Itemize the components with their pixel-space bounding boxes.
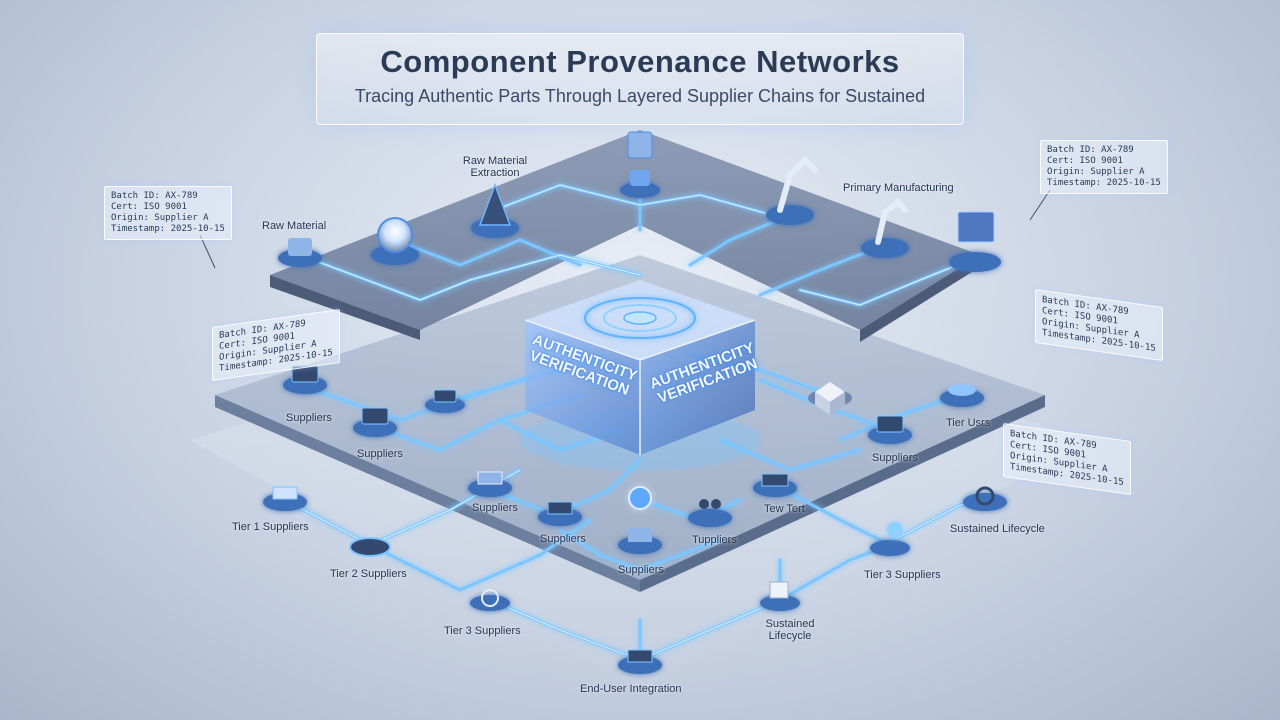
ore-node	[371, 217, 419, 265]
supplier-chip-node-3	[425, 389, 465, 413]
page-title: Component Provenance Networks	[380, 44, 900, 79]
raw-material-extraction-node	[471, 182, 519, 238]
label-suppliers-b: Suppliers	[357, 448, 403, 460]
tier-users-node	[940, 384, 984, 407]
callout-pointers	[199, 189, 1051, 269]
label-tier2: Tier 2 Suppliers	[330, 568, 407, 580]
robot-arm-node	[766, 155, 818, 225]
database-node	[620, 131, 660, 198]
tier2-node	[349, 537, 391, 557]
page-subtitle: Tracing Authentic Parts Through Layered …	[354, 86, 926, 106]
recycle-node	[470, 589, 510, 611]
label-tew-tert: Tew Tert	[764, 503, 805, 515]
tuppliers-node	[688, 499, 732, 527]
label-suppliers-a: Suppliers	[286, 412, 332, 424]
supplier-node-lower-1	[468, 471, 512, 497]
label-tier1: Tier 1 Suppliers	[232, 521, 309, 533]
label-tuppliers: Tuppliers	[692, 534, 737, 546]
label-raw-material-extraction: Raw Material Extraction	[462, 155, 528, 179]
shield-node	[628, 486, 652, 510]
label-tier-users: Tier Usrs	[946, 417, 991, 429]
label-end-user-integration: End-User Integration	[580, 683, 682, 695]
label-tier3-right: Tier 3 Suppliers	[864, 569, 941, 581]
label-sustained-lifecycle-right: Sustained Lifecycle	[950, 523, 1045, 535]
sustained-lifecycle-center-node	[760, 581, 800, 611]
tew-tert-node	[753, 473, 797, 497]
tier3-right-node	[870, 522, 910, 556]
cube-box-node	[808, 382, 852, 415]
supplier-chip-node-2	[353, 407, 397, 437]
label-suppliers-d: Suppliers	[472, 502, 518, 514]
title-box: Component Provenance Networks Tracing Au…	[316, 33, 964, 125]
label-tier3-left: Tier 3 Suppliers	[444, 625, 521, 637]
label-suppliers-e: Suppliers	[540, 533, 586, 545]
sustained-lifecycle-right-node	[963, 486, 1007, 511]
supplier-chip-node-1	[283, 365, 327, 394]
primary-manufacturing-node	[861, 197, 909, 258]
authenticity-verification-cube	[520, 280, 760, 470]
label-primary-manufacturing: Primary Manufacturing	[843, 182, 954, 194]
supplier-chip-node-4	[868, 415, 912, 444]
supplier-node-lower-2	[538, 501, 582, 526]
raw-material-node	[278, 238, 322, 267]
label-suppliers-c: Suppliers	[872, 452, 918, 464]
top-platform	[270, 130, 980, 342]
nodes	[263, 131, 1007, 674]
tier1-node	[263, 486, 307, 511]
label-suppliers-f: Suppliers	[618, 564, 664, 576]
factory-node	[949, 211, 1001, 272]
supplier-node-lower-3	[618, 528, 662, 554]
label-raw-material: Raw Material	[262, 220, 327, 232]
end-user-node	[618, 649, 662, 674]
label-sustained-lifecycle-center: Sustained Lifecycle	[765, 618, 815, 642]
